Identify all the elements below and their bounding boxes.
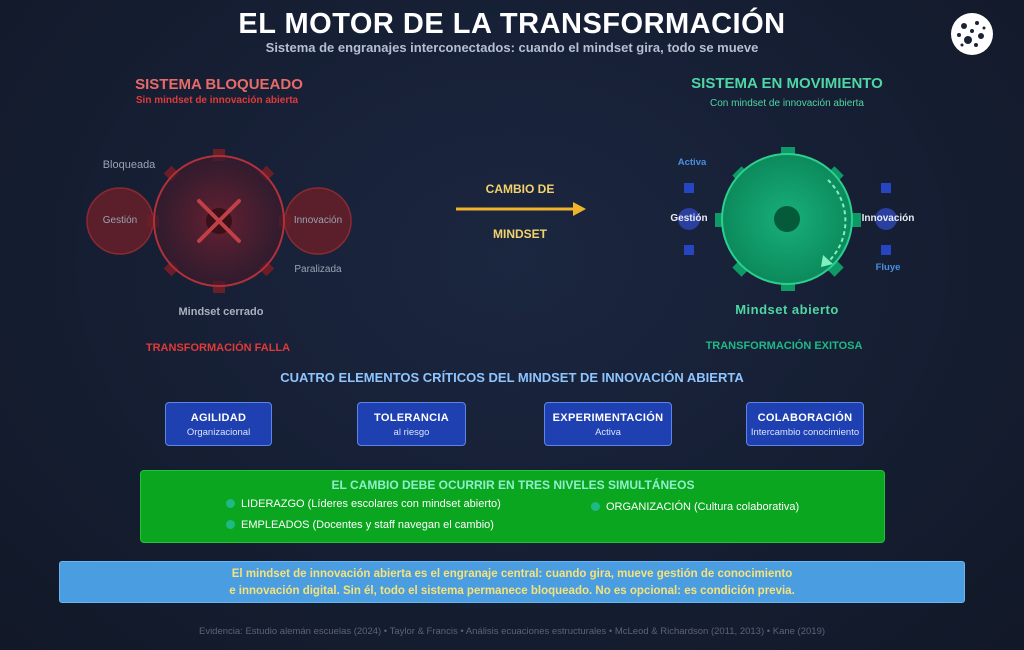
- level-item: EMPLEADOS (Docentes y staff navegan el c…: [226, 519, 494, 531]
- blocked-x-icon: [197, 199, 241, 243]
- moving-center-label: Mindset abierto: [735, 302, 839, 317]
- bullet-icon: [591, 502, 600, 511]
- element-title: TOLERANCIA: [374, 412, 449, 424]
- moving-state-top: Activa: [677, 157, 707, 168]
- arrow-right-icon: [456, 202, 586, 216]
- blocked-state-top: Bloqueada: [102, 159, 156, 171]
- level-text: EMPLEADOS (Docentes y staff navegan el c…: [241, 519, 494, 531]
- moving-result: TRANSFORMACIÓN EXITOSA: [705, 340, 863, 352]
- conclusion-line1: El mindset de innovación abierta es el e…: [231, 568, 793, 580]
- element-sub: Organizacional: [186, 427, 251, 438]
- element-card-agilidad: AGILIDAD Organizacional: [165, 402, 272, 446]
- moving-state-bottom: Fluye: [875, 262, 901, 273]
- level-text: ORGANIZACIÓN (Cultura colaborativa): [606, 501, 800, 513]
- blocked-gear-diagram: [86, 149, 352, 293]
- element-title: AGILIDAD: [190, 412, 247, 424]
- elements-heading: CUATRO ELEMENTOS CRÍTICOS DEL MINDSET DE…: [280, 370, 744, 385]
- conclusion-line2: e innovación digital. Sin él, todo el si…: [229, 585, 795, 597]
- element-title: EXPERIMENTACIÓN: [552, 412, 664, 424]
- moving-right-label: Innovación: [861, 213, 915, 224]
- element-sub: Intercambio conocimiento: [750, 427, 860, 438]
- moving-left-label: Gestión: [670, 213, 708, 224]
- transition-line2: MINDSET: [493, 227, 547, 241]
- moving-subtitle: Con mindset de innovación abierta: [710, 98, 864, 109]
- levels-heading: EL CAMBIO DEBE OCURRIR EN TRES NIVELES S…: [331, 478, 695, 492]
- blocked-result: TRANSFORMACIÓN FALLA: [145, 342, 291, 354]
- level-item: ORGANIZACIÓN (Cultura colaborativa): [591, 501, 799, 513]
- element-title: COLABORACIÓN: [757, 412, 853, 424]
- conclusion-banner: El mindset de innovación abierta es el e…: [59, 561, 965, 603]
- rotation-arrow-icon: [827, 179, 847, 261]
- element-card-tolerancia: TOLERANCIA al riesgo: [357, 402, 466, 446]
- element-sub: al riesgo: [393, 427, 430, 438]
- innovacion-gear: [875, 208, 897, 230]
- blocked-state-bottom: Paralizada: [294, 264, 342, 275]
- level-text: LIDERAZGO (Líderes escolares con mindset…: [241, 498, 501, 510]
- element-sub: Activa: [595, 427, 621, 438]
- page-subtitle: Sistema de engranajes interconectados: c…: [265, 40, 759, 55]
- logo-icon: [951, 13, 993, 55]
- moving-title: SISTEMA EN MOVIMIENTO: [691, 75, 883, 92]
- blocked-center-label: Mindset cerrado: [178, 306, 264, 318]
- gestion-gear: [678, 208, 700, 230]
- blocked-subtitle: Sin mindset de innovación abierta: [135, 95, 299, 106]
- moving-gear-diagram: [678, 147, 897, 291]
- bullet-icon: [226, 520, 235, 529]
- transition-line1: CAMBIO DE: [485, 182, 555, 196]
- evidence-footer: Evidencia: Estudio alemán escuelas (2024…: [198, 626, 826, 637]
- blocked-left-label: Gestión: [102, 215, 138, 226]
- level-item: LIDERAZGO (Líderes escolares con mindset…: [226, 498, 501, 510]
- levels-panel: EL CAMBIO DEBE OCURRIR EN TRES NIVELES S…: [140, 470, 885, 543]
- blocked-right-label: Innovación: [293, 215, 343, 226]
- blocked-title: SISTEMA BLOQUEADO: [135, 76, 303, 93]
- element-card-experimentacion: EXPERIMENTACIÓN Activa: [544, 402, 672, 446]
- bullet-icon: [226, 499, 235, 508]
- element-card-colaboracion: COLABORACIÓN Intercambio conocimiento: [746, 402, 864, 446]
- page-title: EL MOTOR DE LA TRANSFORMACIÓN: [238, 8, 786, 40]
